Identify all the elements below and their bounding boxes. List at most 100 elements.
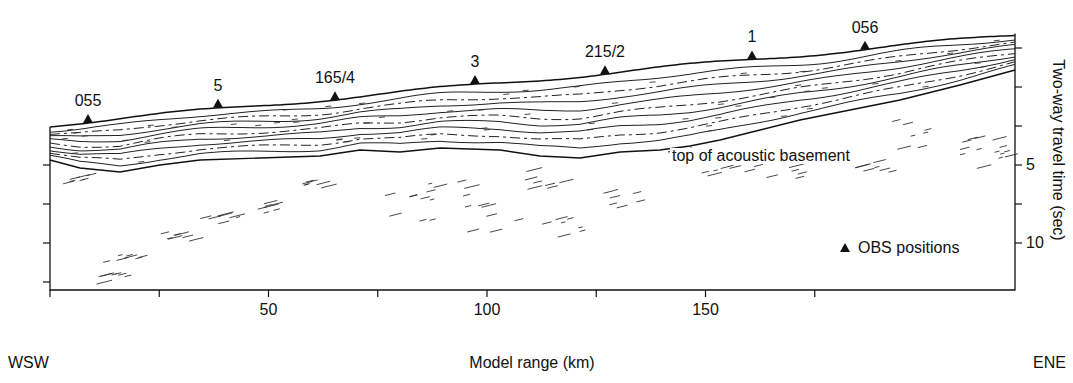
reflection-fragment xyxy=(795,85,801,87)
reflection-fragment xyxy=(977,148,982,149)
reflection-fragment xyxy=(708,172,722,176)
reflection-fragment xyxy=(465,206,471,208)
reflection-fragment xyxy=(82,135,88,137)
reflection-fragment xyxy=(523,90,529,92)
reflection-fragment xyxy=(138,161,144,163)
obs-label: 215/2 xyxy=(585,44,625,60)
reflection-fragment xyxy=(741,73,747,75)
direction-label: ENE xyxy=(1033,355,1066,371)
reflection-fragment xyxy=(428,183,432,184)
obs-label: 165/4 xyxy=(315,70,355,86)
reflection-fragment xyxy=(148,125,154,127)
reflection-fragment xyxy=(561,222,565,223)
axis-title: Two-way travel time (sec) xyxy=(1050,59,1066,240)
reflection-fragment xyxy=(171,126,177,128)
reflection-fragment xyxy=(305,184,310,185)
obs-label: 056 xyxy=(852,20,879,36)
legend-text: OBS positions xyxy=(858,240,959,256)
reflection-fragment xyxy=(702,171,709,173)
reflection-fragment xyxy=(82,178,88,180)
reflection-fragment xyxy=(125,275,132,277)
reflector-line xyxy=(50,64,1015,166)
reflection-fragment xyxy=(769,97,775,99)
reflection-fragment xyxy=(420,219,427,221)
reflection-fragment xyxy=(715,117,721,119)
axis-tick xyxy=(705,290,706,297)
obs-triangle xyxy=(330,91,340,100)
reflection-fragment xyxy=(486,214,497,217)
reflection-fragment xyxy=(977,165,992,169)
reflection-fragment xyxy=(189,238,203,242)
reflection-fragment xyxy=(792,169,799,171)
reflection-fragment xyxy=(995,151,1000,152)
reflection-fragment xyxy=(650,81,656,83)
reflection-fragment xyxy=(962,140,971,142)
reflection-fragment xyxy=(200,216,211,219)
axis-tick xyxy=(43,203,50,204)
reflection-fragment xyxy=(609,203,617,205)
reflection-fragment xyxy=(525,113,531,115)
seafloor-line xyxy=(50,36,1015,127)
reflection-fragment xyxy=(138,255,147,257)
reflection-fragment xyxy=(409,195,417,197)
reflection-fragment xyxy=(258,207,267,209)
reflection-fragment xyxy=(706,125,712,127)
axis-tick xyxy=(159,290,160,297)
obs-triangle xyxy=(470,75,480,84)
reflection-fragment xyxy=(975,62,981,64)
reflection-fragment xyxy=(218,212,234,216)
reflection-fragment xyxy=(526,168,542,172)
reflection-fragment xyxy=(503,93,509,95)
reflection-fragment xyxy=(874,166,879,167)
reflection-fragment xyxy=(270,202,283,205)
reflection-fragment xyxy=(168,236,182,240)
reflection-fragment xyxy=(274,122,280,124)
reflection-fragment xyxy=(490,229,502,232)
axis-tick xyxy=(1015,47,1022,48)
reflection-fragment xyxy=(481,127,487,129)
reflection-fragment xyxy=(613,189,618,190)
reflection-fragment xyxy=(427,190,436,192)
reflection-fragment xyxy=(587,129,593,131)
reflection-fragment xyxy=(781,115,787,117)
reflection-fragment xyxy=(580,230,586,232)
reflection-fragment xyxy=(292,119,298,121)
reflection-fragment xyxy=(385,193,396,196)
reflection-fragment xyxy=(219,213,233,216)
reflection-fragment xyxy=(255,125,261,127)
reflection-fragment xyxy=(464,185,479,189)
reflection-fragment xyxy=(525,177,538,180)
reflector-line xyxy=(50,44,1015,135)
reflection-fragment xyxy=(796,176,805,178)
reflector-line xyxy=(50,54,1015,148)
reflection-fragment xyxy=(218,221,229,224)
direction-label: WSW xyxy=(8,355,49,371)
reflection-fragment xyxy=(174,234,181,236)
obs-triangle xyxy=(747,50,757,59)
reflection-fragment xyxy=(923,132,928,133)
basement-line xyxy=(50,70,1015,172)
reflection-fragment xyxy=(325,106,331,108)
reflection-fragment xyxy=(264,212,269,213)
reflection-fragment xyxy=(789,164,805,168)
axis-number: 5 xyxy=(1026,157,1035,173)
reflection-fragment xyxy=(999,157,1003,158)
reflection-fragment xyxy=(434,184,448,187)
reflection-fragment xyxy=(822,87,828,89)
reflection-fragment xyxy=(231,123,237,125)
axis-tick xyxy=(1015,164,1022,165)
reflection-fragment xyxy=(101,274,112,277)
reflection-fragment xyxy=(463,194,470,196)
reflection-fragment xyxy=(897,146,911,149)
reflection-fragment xyxy=(321,184,336,188)
reflection-fragment xyxy=(103,261,110,263)
reflection-fragment xyxy=(974,136,985,139)
reflection-fragment xyxy=(556,217,568,220)
reflection-fragment xyxy=(993,137,1007,141)
axis-number: 10 xyxy=(1026,235,1044,251)
reflection-fragment xyxy=(421,138,427,140)
reflection-fragment xyxy=(528,186,543,190)
reflection-fragment xyxy=(617,205,628,208)
reflection-fragment xyxy=(126,254,133,256)
